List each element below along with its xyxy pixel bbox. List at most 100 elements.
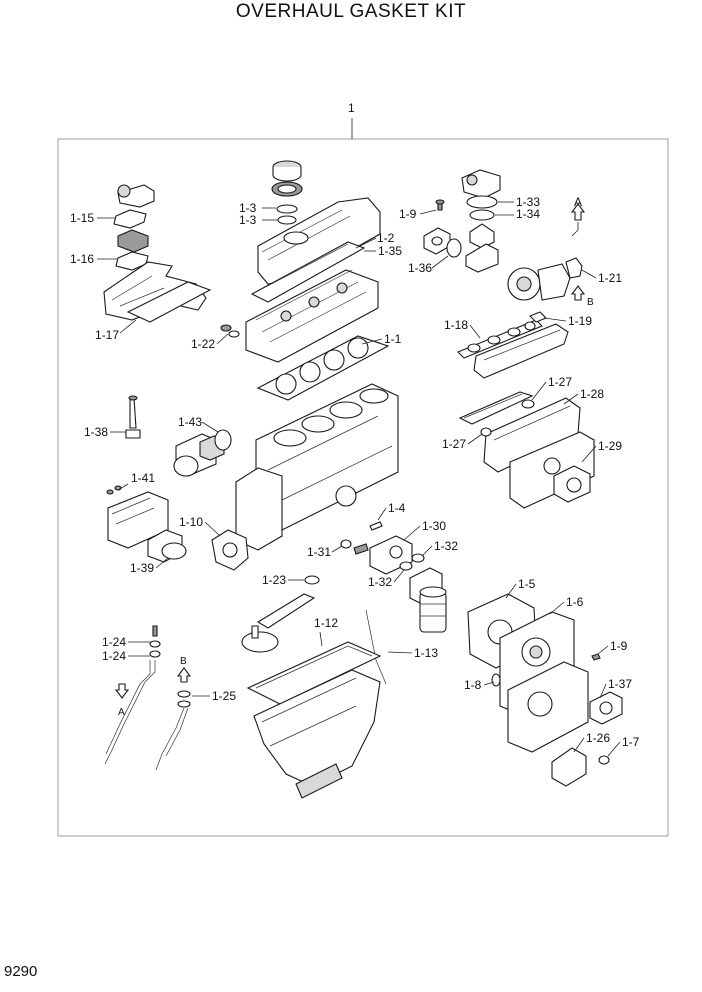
- callout-1-15: 1-15: [70, 211, 94, 225]
- bolt-1-9b-part: [591, 653, 601, 661]
- callout-1-32b: 1-32: [368, 575, 392, 589]
- gasket-1-17-part: [126, 281, 212, 323]
- washer-1-22-part: [220, 324, 240, 338]
- callout-1-7: 1-7: [622, 735, 640, 749]
- cover-1-26-part: [551, 747, 587, 787]
- block-part: [117, 229, 149, 253]
- oil-pan-gasket-part: [246, 641, 382, 705]
- dipstick-guide-part: [365, 609, 387, 685]
- thermostat-part: [465, 223, 499, 273]
- oil-line-a-part: [104, 660, 156, 765]
- bolt-1-4-part: [369, 521, 383, 531]
- oil-strainer-part: [241, 593, 316, 653]
- callout-1-4: 1-4: [388, 501, 406, 515]
- o-ring-1-25-part: [177, 690, 191, 708]
- front-cover-part: [507, 661, 589, 753]
- callout-1-1: 1-1: [384, 332, 402, 346]
- exhaust-manifold-part: [473, 323, 569, 379]
- valve-cover-part: [257, 197, 381, 285]
- callout-1-22: 1-22: [191, 337, 215, 351]
- seal-1-8-part: [491, 673, 501, 687]
- callout-1-9b: 1-9: [610, 639, 628, 653]
- callout-1-28: 1-28: [580, 387, 604, 401]
- water-outlet-part: [461, 169, 501, 199]
- turbocharger-part: [507, 263, 571, 301]
- callout-1-19: 1-19: [568, 314, 592, 328]
- o-ring-1-34-part: [469, 209, 495, 221]
- callout-1-35: 1-35: [378, 244, 402, 258]
- kit-label: 1: [348, 101, 355, 115]
- callout-1-12: 1-12: [314, 616, 338, 630]
- callout-1-37: 1-37: [608, 677, 632, 691]
- callout-1-3b: 1-3: [239, 213, 257, 227]
- callout-1-21: 1-21: [598, 271, 622, 285]
- o-ring-1-43-part: [214, 429, 232, 451]
- oil-cooler-housing-part: [509, 431, 595, 509]
- callout-1-5: 1-5: [518, 577, 536, 591]
- arrow-label-b-top: B: [587, 297, 594, 308]
- bolt-1-9-part: [435, 199, 445, 211]
- oil-filter-part: [419, 586, 447, 633]
- gasket-1-19-part: [529, 311, 547, 323]
- cylinder-block-part: [235, 383, 399, 551]
- gasket-1-33-part: [466, 195, 498, 209]
- cap-1-7-part: [598, 755, 610, 765]
- callout-1-38: 1-38: [84, 425, 108, 439]
- arrow-ref-a-left: [114, 683, 130, 699]
- exhaust-gasket-1-18-part: [457, 319, 543, 359]
- cylinder-head-part: [245, 269, 379, 363]
- callout-1-8: 1-8: [464, 678, 482, 692]
- valve-cover-gasket-part: [250, 241, 366, 303]
- callout-1-10: 1-10: [179, 515, 203, 529]
- callout-1-26: 1-26: [586, 731, 610, 745]
- gasket-1-15-part: [113, 209, 147, 229]
- callout-1-13: 1-13: [414, 646, 438, 660]
- callout-1-24a: 1-24: [102, 635, 126, 649]
- o-ring-1-3-part: [276, 204, 298, 225]
- gasket-1-21-part: [565, 257, 583, 279]
- arrow-label-b-left: B: [180, 656, 187, 667]
- callout-1-30: 1-30: [422, 519, 446, 533]
- arrow-ref-a-top: [570, 203, 586, 237]
- water-pump-part: [589, 691, 623, 725]
- oil-filler-cap-part: [272, 160, 302, 182]
- callout-1-39: 1-39: [130, 561, 154, 575]
- o-ring-1-39-part: [161, 542, 187, 560]
- callout-1-25: 1-25: [212, 689, 236, 703]
- injector-part: [125, 395, 141, 439]
- arrow-ref-b-top: [570, 285, 586, 301]
- gasket-1-10-part: [211, 529, 249, 571]
- callout-1-33: 1-33: [516, 195, 540, 209]
- banjo-bolt-1-24-part: [149, 625, 161, 658]
- oil-line-b-part: [155, 707, 189, 771]
- gasket-1-29-part: [553, 465, 591, 503]
- callout-1-3a: 1-3: [239, 201, 257, 215]
- page-title: OVERHAUL GASKET KIT: [235, 1, 467, 22]
- callout-1-43: 1-43: [178, 415, 202, 429]
- callout-1-16: 1-16: [70, 252, 94, 266]
- callout-1-27b: 1-27: [442, 437, 466, 451]
- callout-1-36: 1-36: [408, 261, 432, 275]
- callout-1-6: 1-6: [566, 595, 584, 609]
- callout-1-29: 1-29: [598, 439, 622, 453]
- arrow-label-a-left: A: [118, 707, 125, 718]
- arrow-label-a-top: A: [574, 195, 582, 209]
- callout-1-31: 1-31: [307, 545, 331, 559]
- o-ring-1-31-part: [340, 539, 369, 555]
- page-number: 9290: [4, 963, 38, 980]
- o-ring-1-23-part: [304, 575, 320, 585]
- callout-1-17: 1-17: [95, 328, 119, 342]
- gasket-1-36-part: [423, 227, 462, 258]
- o-ring-1-27-part: [480, 399, 535, 437]
- thermostat-housing-part: [117, 184, 155, 208]
- callout-1-32a: 1-32: [434, 539, 458, 553]
- callout-1-18: 1-18: [444, 318, 468, 332]
- callout-1-34: 1-34: [516, 207, 540, 221]
- oil-cooler-part: [458, 391, 534, 425]
- callout-1-23: 1-23: [262, 573, 286, 587]
- callout-1-2: 1-2: [377, 231, 395, 245]
- callout-1-41: 1-41: [131, 471, 155, 485]
- arrow-ref-b-left: [176, 667, 192, 683]
- cap-seal-part: [271, 181, 303, 197]
